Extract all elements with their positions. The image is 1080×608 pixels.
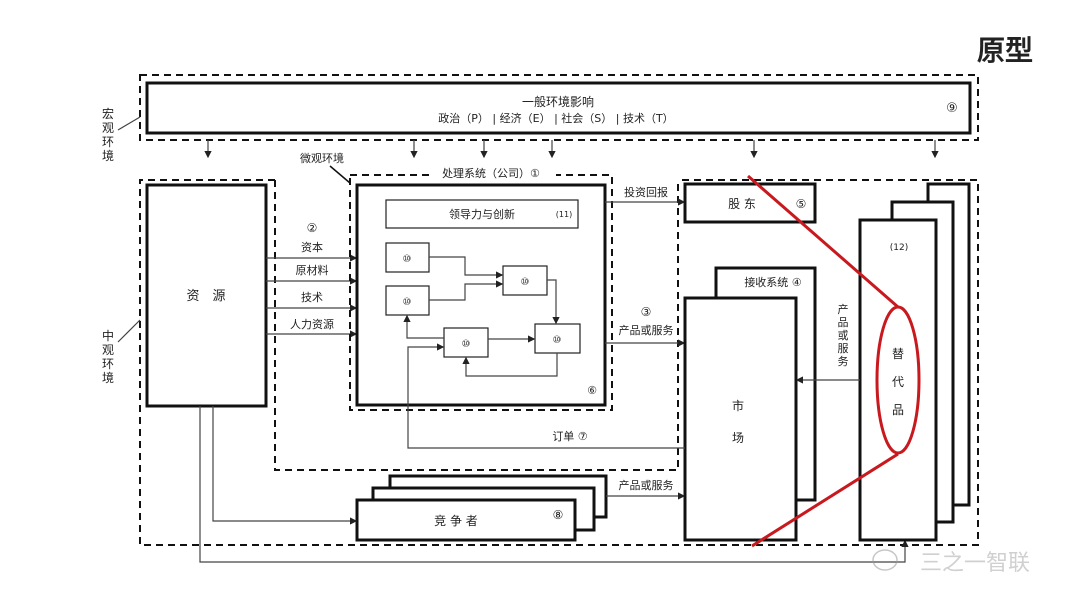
env-influence-arrows [204, 140, 939, 159]
shareholders-label: 股 东 [728, 197, 756, 211]
receiving-system-label: 接收系统 ④ [744, 275, 801, 289]
svg-text:境: 境 [102, 148, 114, 163]
svg-text:环: 环 [102, 135, 114, 149]
general-env-factors: 政治（P） | 经济（E） | 社会（S） | 技术（T） [438, 111, 673, 125]
order-label: 订单 ⑦ [552, 430, 587, 443]
resources-box [145, 183, 268, 408]
svg-text:⑩: ⑩ [553, 335, 562, 346]
resources-to-competitors [212, 406, 358, 525]
leadership-label: 领导力与创新 [449, 207, 515, 221]
order-flow [407, 343, 685, 449]
watermark: 三之一智联 [872, 549, 1030, 576]
substitutes-label-3: 品 [892, 403, 904, 417]
svg-text:或: 或 [838, 329, 849, 342]
general-env-number: ⑨ [946, 101, 958, 116]
svg-text:三之一智联: 三之一智联 [920, 551, 1030, 576]
svg-text:⑩: ⑩ [521, 277, 530, 288]
substitutes-label-2: 代 [892, 375, 904, 389]
substitute-output-label: 产 品 或 服 务 [838, 302, 849, 368]
substitutes-label-1: 替 [892, 347, 904, 361]
substitute-highlight [747, 174, 921, 548]
svg-text:服: 服 [838, 342, 849, 355]
input-flows: 资本 原材料 技术 人力资源 [266, 240, 358, 338]
shareholders-number: ⑤ [796, 197, 807, 211]
svg-text:技术: 技术 [301, 291, 323, 304]
svg-text:务: 务 [838, 355, 849, 368]
svg-text:产: 产 [838, 302, 849, 316]
micro-env-label: 微观环境 [300, 151, 344, 165]
market-label-2: 场 [732, 431, 744, 445]
subsystem-units: ⑩ ⑩ ⑩ ⑩ ⑩ [385, 242, 581, 358]
resources-to-substitutes [199, 406, 909, 563]
svg-text:环: 环 [102, 357, 114, 371]
micro-env-boundary [274, 180, 679, 471]
svg-text:⑩: ⑩ [462, 339, 471, 350]
subsystem-flows [403, 256, 560, 377]
svg-text:资本: 资本 [301, 240, 323, 254]
output-label: 产品或服务 [619, 323, 674, 337]
macro-env-boundary [139, 74, 979, 141]
svg-text:观: 观 [102, 343, 114, 357]
competitor-box [355, 498, 577, 542]
market-box [683, 296, 798, 542]
investment-return-label: 投资回报 [624, 185, 668, 199]
svg-text:⑩: ⑩ [403, 254, 412, 265]
resources-label: 资 源 [186, 289, 225, 304]
substitute-box [858, 218, 938, 542]
leadership-number: (11) [556, 210, 572, 219]
meso-env-label: 中 观 环 境 [102, 328, 114, 385]
svg-text:中: 中 [102, 328, 114, 343]
svg-text:境: 境 [102, 370, 114, 385]
page-title: 原型 [977, 34, 1033, 67]
output-number: ③ [641, 305, 652, 319]
svg-text:人力资源: 人力资源 [290, 317, 334, 331]
competitors-number: ⑧ [553, 508, 564, 522]
processing-number: ⑥ [587, 384, 597, 397]
meso-env-boundary [139, 179, 979, 546]
svg-text:⑩: ⑩ [403, 297, 412, 308]
substitutes-number: (12) [890, 243, 908, 253]
market-label-1: 市 [732, 398, 744, 413]
competitor-output-label: 产品或服务 [619, 478, 674, 492]
processing-boundary [349, 174, 613, 411]
macro-env-label: 宏 观 环 境 [102, 106, 114, 163]
leadership-box [385, 199, 579, 229]
wechat-icon [872, 549, 898, 571]
inputs-number: ② [307, 221, 318, 235]
svg-text:宏: 宏 [102, 106, 114, 121]
general-env-box [145, 81, 972, 135]
general-env-title: 一般环境影响 [522, 94, 594, 109]
svg-text:观: 观 [102, 121, 114, 135]
processing-title: 处理系统（公司）① [442, 167, 540, 180]
svg-text:原材料: 原材料 [296, 263, 329, 277]
svg-text:品: 品 [838, 316, 849, 329]
competitors-label: 竞 争 者 [434, 514, 478, 528]
